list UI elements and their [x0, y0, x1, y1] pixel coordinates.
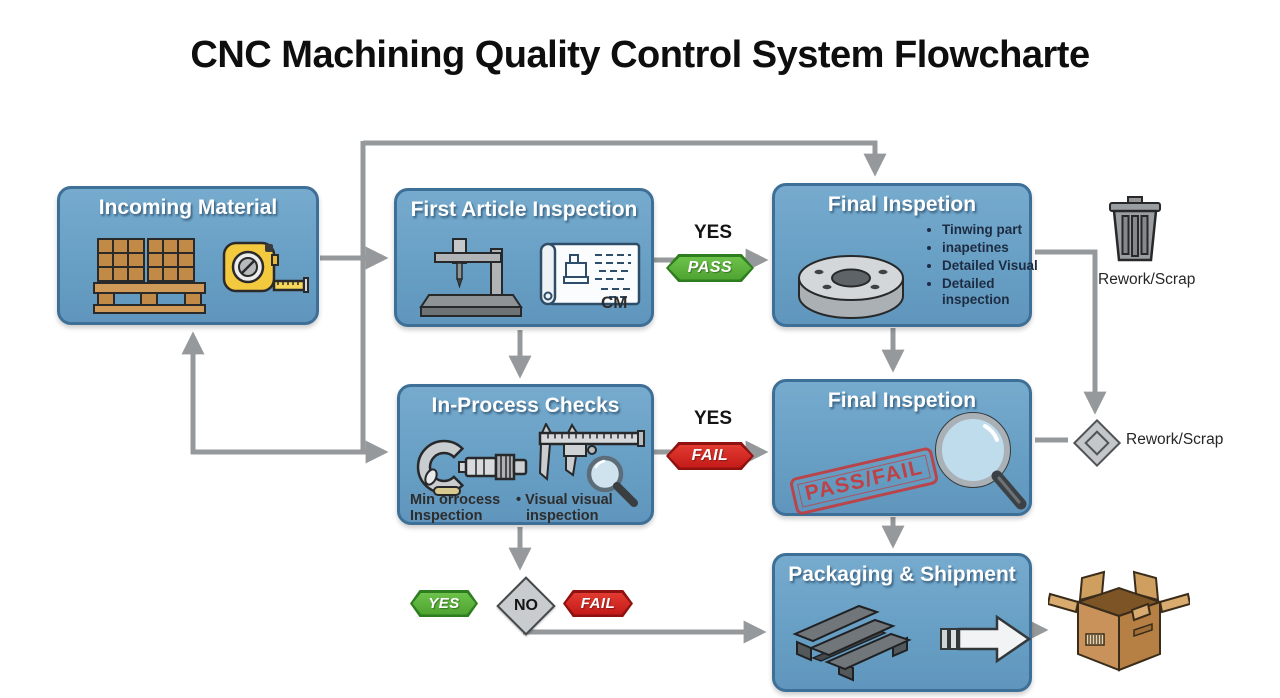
bullet-item: Detailed Visual — [942, 258, 1048, 274]
fail-badge-bottom: FAIL — [563, 590, 633, 617]
micrometer-icon — [416, 439, 528, 496]
cm-label: CM — [601, 293, 628, 312]
node-final-inspection-mid: Final Inspetion PASS/FAIL — [772, 379, 1032, 516]
shipping-arrow-icon — [940, 614, 1032, 664]
fail-badge-mid: FAIL — [666, 442, 754, 470]
blueprint-icon — [539, 242, 641, 306]
node-title: Packaging & Shipment — [788, 563, 1016, 586]
pallet-icon — [93, 238, 206, 314]
note-visual: • Visual visual inspection — [516, 492, 613, 524]
node-packaging-shipment: Packaging & Shipment — [772, 553, 1032, 692]
cmm-machine-icon — [419, 238, 523, 317]
node-incoming-material: Incoming Material — [57, 186, 319, 325]
flange-part-icon — [798, 255, 904, 319]
node-title: First Article Inspection — [410, 198, 638, 221]
inspection-bullet-list: Tinwing part inapetines Detailed Visual … — [927, 222, 1048, 310]
page-title: CNC Machining Quality Control System Flo… — [190, 34, 1090, 76]
yes-label-mid: YES — [694, 408, 733, 429]
node-title: In-Process Checks — [431, 394, 620, 417]
bullet-item: Tinwing part — [942, 222, 1048, 238]
pass-badge: PASS — [666, 254, 754, 282]
rework-scrap-label-top: Rework/Scrap — [1098, 271, 1196, 288]
trash-icon — [1109, 196, 1161, 262]
bullet-item: Detailed inspection — [942, 276, 1048, 308]
note-dimensional: Min orrocess Inspection — [410, 492, 501, 524]
dark-pallet-icon — [792, 604, 912, 682]
cardboard-box-icon — [1048, 570, 1190, 672]
caliper-icon — [538, 423, 645, 482]
bullet-item: inapetines — [942, 240, 1048, 256]
node-title: Final Inspetion — [827, 193, 977, 216]
tape-measure-icon — [222, 241, 309, 293]
yes-label-top: YES — [694, 222, 733, 243]
rework-scrap-label-mid: Rework/Scrap — [1126, 431, 1224, 448]
pass-fail-stamp: PASS/FAIL — [788, 446, 940, 516]
node-final-inspection-top: Final Inspetion Tinwing part inapetines … — [772, 183, 1038, 327]
node-title: Incoming Material — [98, 196, 278, 219]
yes-badge-bottom: YES — [410, 590, 478, 617]
node-in-process-checks: In-Process Checks — [397, 384, 654, 525]
node-title: Final Inspetion — [827, 389, 977, 412]
magnifier-icon — [935, 412, 1027, 510]
node-first-article-inspection: First Article Inspection — [394, 188, 654, 327]
magnifier-icon — [586, 455, 638, 507]
